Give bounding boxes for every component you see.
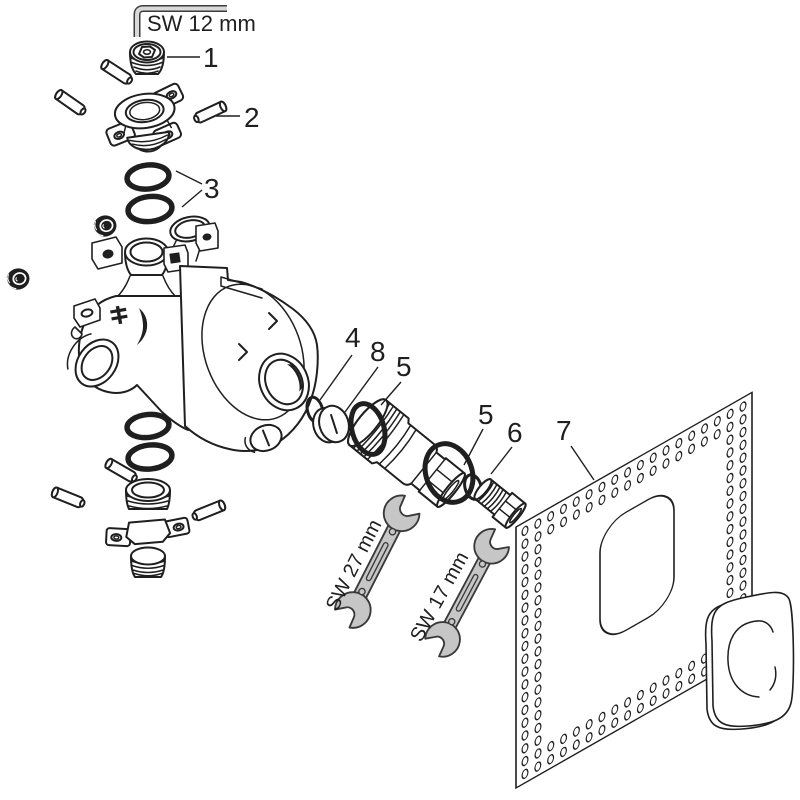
part-8-slotted-plug xyxy=(312,404,350,444)
cast-edge-shadow xyxy=(137,308,148,345)
callout-3: 3 xyxy=(204,173,220,204)
callouts: 1 2 3 4 8 5 5 6 7 xyxy=(167,42,595,481)
flow-arrow xyxy=(268,312,278,330)
dowel-pin xyxy=(191,99,229,126)
brand-mark xyxy=(110,305,128,325)
o-ring xyxy=(124,411,172,441)
dowel-pin xyxy=(103,456,140,485)
inlet-port xyxy=(66,333,120,388)
cover-plate xyxy=(704,591,795,731)
cartridge-port xyxy=(258,352,310,412)
callout-6: 6 xyxy=(507,417,523,448)
callout-2: 2 xyxy=(244,102,260,133)
part-5-o-ring xyxy=(348,401,388,457)
part-5-cartridge xyxy=(347,398,466,508)
dowel-pin xyxy=(189,498,228,523)
open-end-wrench-27-icon xyxy=(323,485,432,638)
hex-key-icon xyxy=(133,5,227,37)
part-3-o-ring xyxy=(125,193,175,225)
valve-body xyxy=(3,212,319,454)
flow-arrow xyxy=(238,343,248,361)
hex-key-size-label: SW 12 mm xyxy=(147,11,256,36)
lower-mounting-flange xyxy=(105,478,191,548)
o-ring xyxy=(125,442,175,472)
dowel-pin xyxy=(49,485,88,510)
hook xyxy=(70,326,83,340)
rubber-grommet xyxy=(3,265,33,293)
dowel-pin xyxy=(52,87,89,118)
callout-7: 7 xyxy=(556,415,572,446)
callout-8: 8 xyxy=(370,336,386,367)
part-7-seal-plate xyxy=(515,391,753,789)
callout-4: 4 xyxy=(345,322,361,353)
part-3-o-ring xyxy=(124,162,172,192)
part-6-sealing-plug xyxy=(473,478,527,529)
slotted-cap xyxy=(244,423,283,454)
callout-1: 1 xyxy=(203,42,219,73)
dowel-pin xyxy=(98,57,136,88)
part-1-threaded-plug xyxy=(129,40,165,75)
part-5-o-ring xyxy=(422,441,476,505)
lower-threaded-plug xyxy=(130,546,166,578)
seal-plate-opening xyxy=(599,494,675,636)
part-2-mounting-flange xyxy=(105,82,185,153)
rubber-grommet xyxy=(90,212,120,240)
callout-5b: 5 xyxy=(478,399,494,430)
callout-5a: 5 xyxy=(396,351,412,382)
